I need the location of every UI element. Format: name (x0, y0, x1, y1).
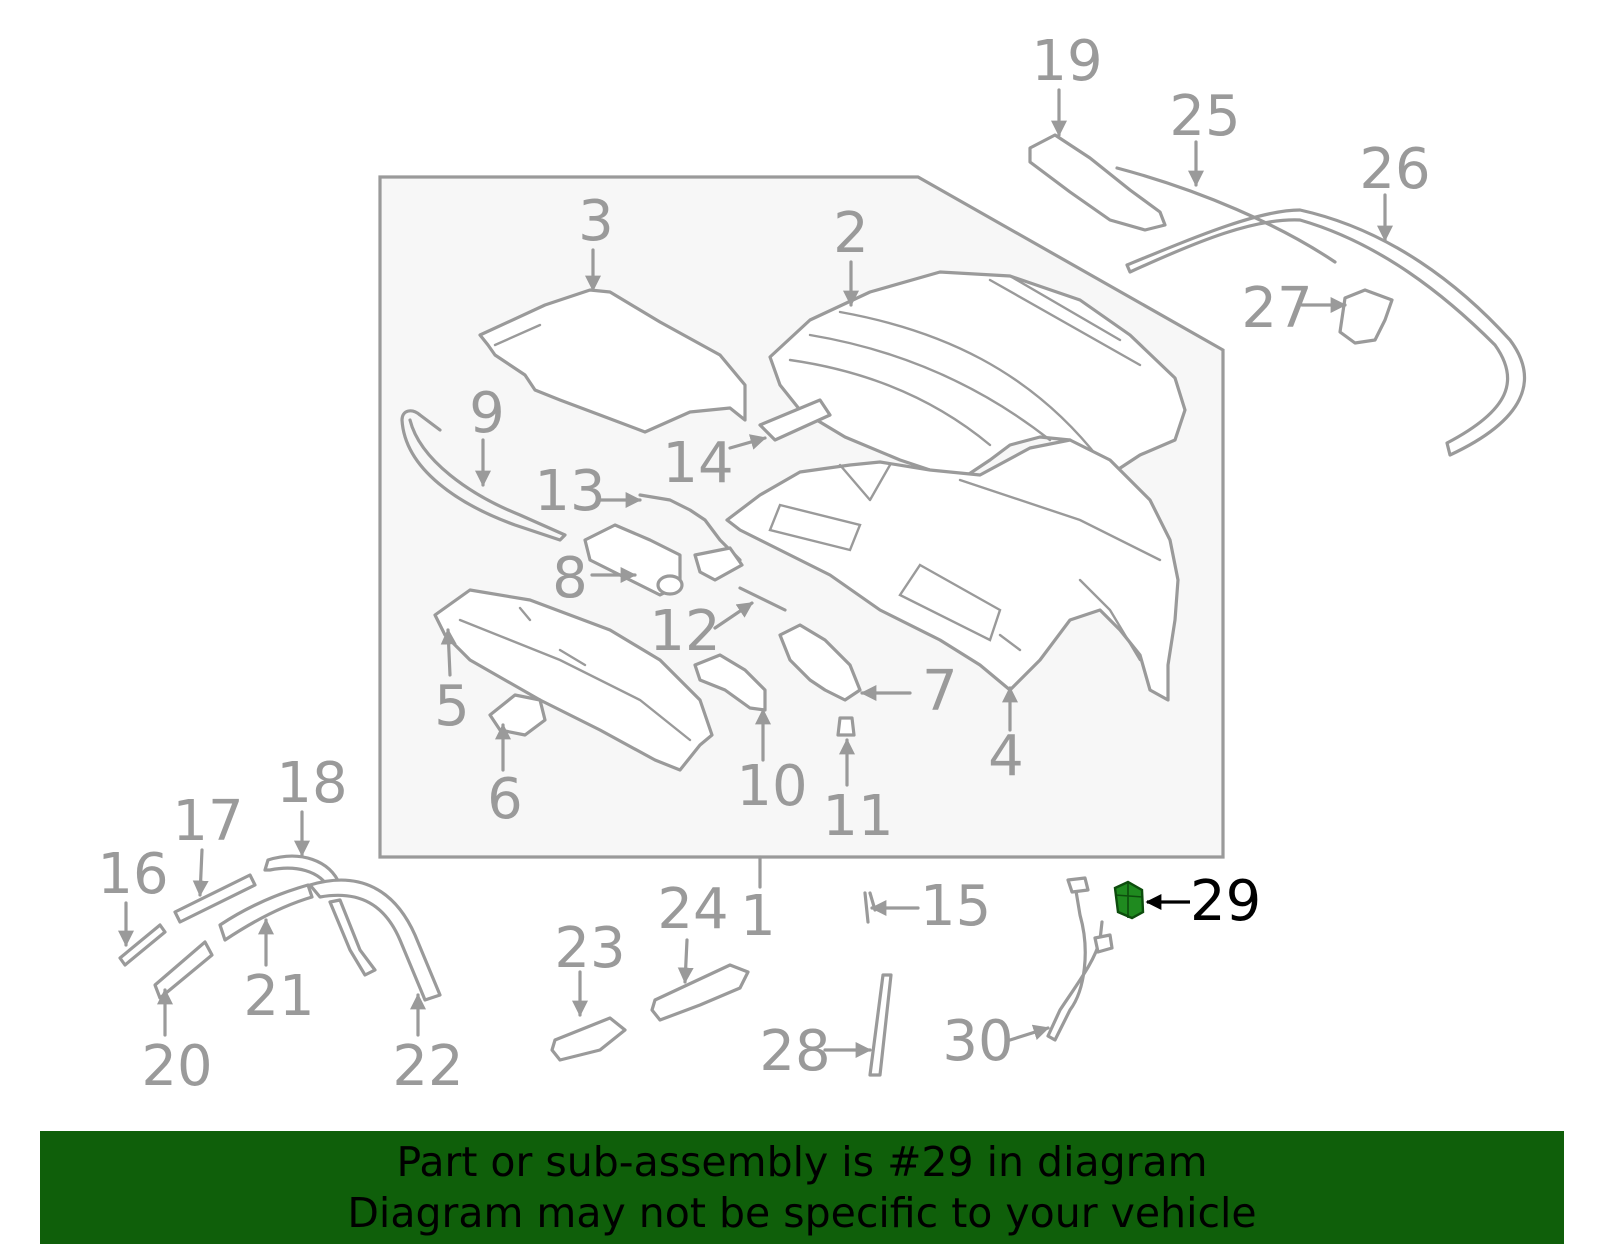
callout-7: 7 (922, 659, 958, 724)
part-5-rear-panel (433, 588, 714, 772)
callout-18: 18 (276, 751, 347, 816)
part-27-clip (1338, 288, 1394, 345)
info-banner: Part or sub-assembly is #29 in diagram D… (40, 1131, 1564, 1244)
part-13-cable (638, 493, 742, 562)
part-30-harness (1046, 883, 1104, 1042)
arrow-5 (440, 628, 457, 677)
part-3-detail (493, 323, 542, 347)
callout-9: 9 (469, 381, 505, 446)
callout-27: 27 (1241, 276, 1312, 341)
part-3-headliner (478, 288, 747, 434)
part-21-strip (218, 883, 314, 942)
callout-24: 24 (657, 877, 728, 942)
banner-line-1: Part or sub-assembly is #29 in diagram (396, 1138, 1208, 1186)
callout-17: 17 (172, 789, 243, 854)
callout-20: 20 (141, 1034, 212, 1099)
callout-19: 19 (1031, 29, 1102, 94)
part-24-handle (650, 963, 750, 1022)
callout-8: 8 (552, 546, 588, 611)
callout-11: 11 (822, 784, 893, 849)
part-23-pad (550, 1016, 627, 1062)
arrow-12 (713, 601, 754, 630)
callout-23: 23 (554, 916, 625, 981)
part-26-rail (1125, 208, 1526, 457)
part-2-seams (788, 274, 1142, 462)
banner-line-2: Diagram may not be specific to your vehi… (347, 1189, 1257, 1237)
callout-13: 13 (534, 459, 605, 524)
part-29-highlighted (1113, 880, 1145, 920)
callout-30: 30 (942, 1009, 1013, 1074)
part-5-detail (458, 606, 692, 742)
part-19-trim (1028, 133, 1167, 232)
part-13-connector (693, 546, 744, 582)
callout-21: 21 (243, 964, 314, 1029)
callout-28: 28 (759, 1019, 830, 1084)
callout-26: 26 (1359, 137, 1430, 202)
callout-16: 16 (97, 842, 168, 907)
part-22-detail (328, 898, 377, 977)
callout-10: 10 (736, 754, 807, 819)
part-4-ribs (838, 463, 1162, 662)
callout-1: 1 (740, 884, 776, 949)
part-22-strip (308, 878, 442, 1002)
arrow-17 (192, 848, 209, 897)
callout-25: 25 (1169, 84, 1240, 149)
arrow-14 (728, 434, 767, 450)
part-25-seal (1115, 166, 1337, 264)
callout-2: 2 (833, 201, 869, 266)
callout-12: 12 (649, 599, 720, 664)
part-9-seal (400, 409, 567, 542)
callout-4: 4 (988, 724, 1024, 789)
part-28-strut (868, 973, 893, 1077)
callout-3: 3 (578, 189, 614, 254)
arrow-30 (1008, 1024, 1050, 1042)
part-4-window-left (768, 503, 862, 552)
part-16-strip (118, 923, 167, 967)
part-4-window-right (898, 563, 1002, 642)
callout-29: 29 (1190, 869, 1261, 934)
callout-22: 22 (392, 1034, 463, 1099)
part-7-hinge (778, 623, 862, 702)
arrow-24 (677, 938, 694, 984)
part-11-fastener (836, 716, 856, 737)
part-30-connector-right (1093, 933, 1114, 954)
part-8-motor-cap (656, 574, 684, 596)
part-29-detail (1114, 882, 1144, 918)
part-12-pin (738, 586, 787, 612)
callout-6: 6 (487, 767, 523, 832)
part-4-top-frame (725, 438, 1180, 702)
callout-14: 14 (662, 431, 733, 496)
part-14-strip (758, 398, 832, 442)
callout-15: 15 (920, 874, 991, 939)
part-17-strip (173, 873, 257, 924)
part-30-connector-top (1066, 876, 1090, 894)
callout-5: 5 (434, 674, 470, 739)
